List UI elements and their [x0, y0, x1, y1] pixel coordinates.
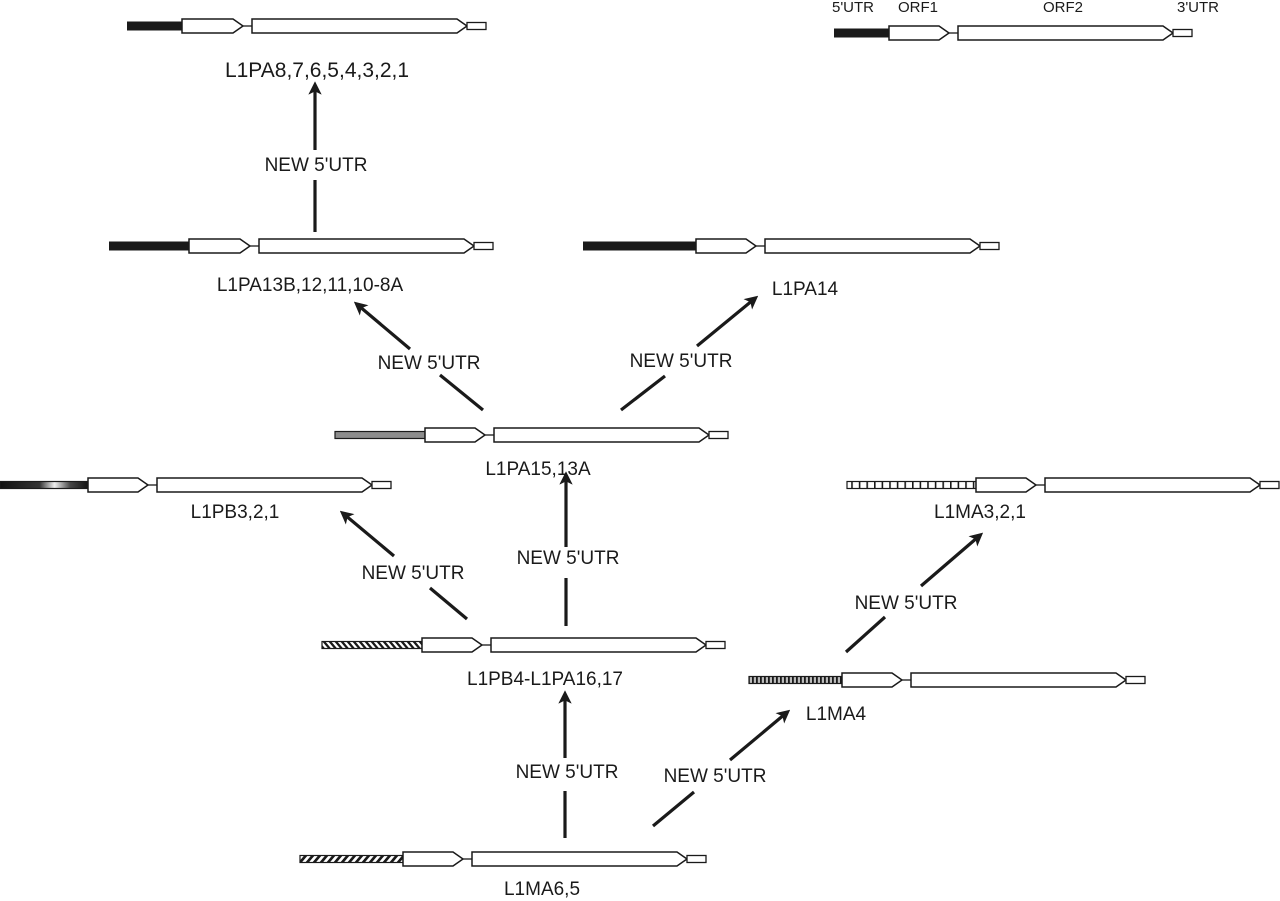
element-legend — [834, 25, 1193, 41]
orf1-box — [188, 238, 252, 254]
orf2-box — [490, 637, 708, 653]
utr5-bar — [583, 241, 696, 251]
utr5-bar — [109, 241, 189, 251]
orf1-box — [888, 25, 951, 41]
utr3-box — [371, 480, 392, 490]
element-label-l1pb3: L1PB3,2,1 — [190, 502, 280, 523]
orf1-box — [695, 238, 758, 254]
utr3-box — [1259, 480, 1280, 490]
edge-arrow-line — [919, 532, 984, 588]
element-l1pb3 — [0, 477, 392, 493]
element-l1ma4 — [748, 672, 1146, 688]
edge-label-l1pa15-to-l1pa14: NEW 5'UTR — [629, 351, 733, 372]
orf2-box — [258, 238, 476, 254]
edge-label-l1pb4-to-l1pa15: NEW 5'UTR — [516, 548, 620, 569]
utr5-bar — [321, 640, 423, 650]
utr3-box — [466, 21, 487, 31]
orf2-box — [493, 427, 711, 443]
element-l1pa15 — [334, 427, 729, 443]
element-l1pb4 — [321, 637, 726, 653]
element-l1ma3 — [846, 477, 1280, 493]
edge-arrow-line — [728, 709, 791, 762]
orf1-box — [87, 477, 150, 493]
element-label-l1pb4: L1PB4-L1PA16,17 — [467, 669, 623, 690]
edge-label-l1ma6-to-l1pb4: NEW 5'UTR — [515, 762, 619, 783]
edge-arrow-line — [339, 510, 396, 558]
edge-arrow-line — [695, 295, 759, 348]
element-l1ma6 — [299, 851, 707, 867]
utr5-bar — [127, 21, 182, 31]
element-label-l1pa8-1: L1PA8,7,6,5,4,3,2,1 — [224, 59, 410, 82]
element-l1pa14 — [583, 238, 1000, 254]
orf2-box — [957, 25, 1175, 41]
orf2-box — [251, 18, 469, 34]
orf1-box — [181, 18, 245, 34]
edge-label-l1pb4-to-l1pb3: NEW 5'UTR — [361, 563, 465, 584]
orf1-box — [421, 637, 484, 653]
edge-tail-line — [428, 586, 469, 621]
element-label-l1ma6: L1MA6,5 — [503, 879, 581, 900]
utr3-box — [705, 640, 726, 650]
edge-tail-line — [651, 790, 696, 828]
orf2-box — [910, 672, 1128, 688]
edge-l1ma6-to-l1ma4 — [651, 709, 791, 828]
utr3-box — [686, 854, 707, 864]
orf2-box — [156, 477, 374, 493]
utr3-box — [1125, 675, 1146, 685]
legend-label-orf2: ORF2 — [1042, 0, 1084, 16]
edge-l1ma4-to-l1ma3 — [844, 532, 984, 654]
element-label-l1pa15: L1PA15,13A — [485, 459, 591, 480]
utr5-bar — [334, 430, 426, 440]
utr5-bar — [834, 28, 889, 38]
edge-l1pa15-to-l1pa14 — [620, 295, 759, 412]
utr5-bar — [748, 675, 843, 685]
orf1-box — [841, 672, 904, 688]
edge-tail-line — [438, 373, 485, 412]
edge-label-l1ma4-to-l1ma3: NEW 5'UTR — [854, 593, 958, 614]
element-label-l1pa14: L1PA14 — [771, 279, 839, 300]
utr5-bar — [846, 480, 977, 490]
legend-label-orf1: ORF1 — [897, 0, 939, 16]
edge-label-l1ma6-to-l1ma4: NEW 5'UTR — [663, 766, 767, 787]
orf2-box — [1044, 477, 1262, 493]
utr5-bar — [0, 480, 89, 490]
edge-l1pa15-to-l1pa13b — [353, 301, 485, 412]
utr3-box — [1172, 28, 1193, 38]
element-label-l1ma4: L1MA4 — [805, 704, 867, 725]
orf1-box — [424, 427, 487, 443]
element-label-l1ma3: L1MA3,2,1 — [934, 502, 1026, 523]
orf1-box — [402, 851, 465, 867]
edge-l1pb4-to-l1pb3 — [339, 510, 469, 621]
legend-label-3utr: 3'UTR — [1176, 0, 1220, 16]
utr3-box — [979, 241, 1000, 251]
legend-label-5utr: 5'UTR — [831, 0, 875, 16]
edge-tail-line — [844, 615, 887, 654]
utr3-box — [708, 430, 729, 440]
orf2-box — [471, 851, 689, 867]
edge-arrow-line — [353, 301, 412, 351]
orf2-box — [764, 238, 982, 254]
edge-label-l1pa15-to-l1pa13b: NEW 5'UTR — [377, 353, 481, 374]
element-label-l1pa13b: L1PA13B,12,11,10-8A — [216, 275, 404, 296]
edge-tail-line — [620, 374, 666, 412]
utr3-box — [473, 241, 494, 251]
utr5-bar — [299, 854, 404, 864]
edge-label-l1pa13b-to-l1pa8: NEW 5'UTR — [264, 155, 368, 176]
orf1-box — [975, 477, 1038, 493]
element-l1pa8-1 — [127, 18, 487, 34]
element-l1pa13b — [109, 238, 494, 254]
